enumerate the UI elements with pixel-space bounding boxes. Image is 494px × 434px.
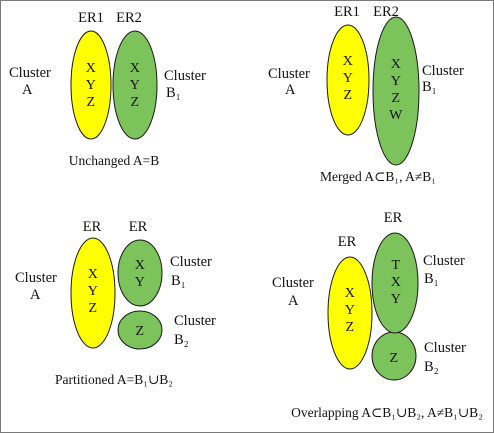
entity-letter: X (135, 258, 146, 273)
er1-label: ER1 (78, 10, 104, 26)
caption-unchanged: Unchanged A=B (69, 153, 159, 168)
cluster-b1-label: Cluster (422, 63, 464, 79)
er-left-label: ER (83, 219, 102, 235)
cluster-b2-name: B₂ (424, 359, 439, 375)
caption-merged: Merged A⊂B₁, A≠B₁ (320, 169, 436, 184)
cluster-b1-name: B₁ (171, 273, 186, 289)
er-left-label: ER (338, 234, 357, 250)
entity-letter: X (88, 267, 99, 282)
entity-letter: X (130, 61, 141, 76)
cluster-a-label: Cluster (15, 270, 57, 286)
cluster-b1-ellipse (117, 239, 163, 307)
cluster-b1-ellipse (371, 232, 419, 334)
cluster-b1-ellipse (372, 16, 420, 166)
cluster-b2-label: Cluster (174, 313, 216, 329)
entity-letter: X (343, 54, 354, 69)
cluster-b1-label: Cluster (164, 68, 206, 84)
cluster-b1-name: B₁ (422, 79, 437, 95)
cluster-b2-label: Cluster (424, 340, 466, 356)
entity-letter: Z (345, 320, 354, 335)
cluster-a-name: A (285, 82, 296, 98)
cluster-b2-circle (117, 310, 163, 350)
entity-letter: X (391, 57, 402, 72)
entity-letter: Z (130, 95, 139, 110)
cluster-a-label: Cluster (268, 66, 310, 82)
entity-letter: Y (88, 284, 99, 299)
cluster-b1-name: B₁ (166, 85, 181, 101)
cluster-a-ellipse (326, 24, 370, 136)
entity-letter: Z (88, 301, 97, 316)
entity-letter: Y (391, 74, 402, 89)
cluster-a-name: A (22, 82, 33, 98)
entity-letter: T (391, 258, 400, 273)
cluster-a-label: Cluster (272, 275, 314, 291)
cluster-a-ellipse (327, 256, 373, 370)
er2-label: ER2 (116, 10, 142, 26)
er-right-label: ER (129, 219, 148, 235)
panel-merged: ER1 ER2 X Y Z X Y Z W Cluster A Cluster … (268, 4, 464, 184)
entity-letter: Y (343, 71, 354, 86)
entity-letter: X (391, 275, 402, 290)
entity-letter: Z (135, 324, 144, 339)
entity-letter: Z (389, 351, 398, 366)
caption-overlapping: Overlapping A⊂B₁∪B₂, A≠B₁∪B₂ (291, 405, 483, 420)
caption-partitioned: Partitioned A=B₁∪B₂ (55, 372, 173, 387)
panel-unchanged: ER1 ER2 X Y Z X Y Z Cluster A Cluster B₁… (9, 10, 206, 168)
entity-letter: Z (391, 91, 400, 106)
entity-letter: Z (86, 95, 95, 110)
cluster-a-name: A (288, 293, 299, 309)
er-right-label: ER (384, 210, 403, 226)
cluster-b1-label: Cluster (423, 253, 465, 269)
entity-letter: X (86, 61, 97, 76)
entity-letter: X (345, 286, 356, 301)
entity-letter: Y (345, 303, 356, 318)
entity-letter: W (389, 108, 403, 123)
panel-overlapping: ER ER X Y Z T X Y Z Cluster A Cluster B₁… (272, 210, 483, 420)
entity-letter: Y (135, 275, 146, 290)
entity-letter: Z (343, 88, 352, 103)
cluster-a-name: A (30, 287, 41, 303)
entity-letter: Y (391, 292, 402, 307)
entity-letter: Y (130, 78, 141, 93)
cluster-b2-name: B₂ (174, 332, 189, 348)
cluster-a-ellipse (70, 237, 116, 349)
er1-label: ER1 (334, 4, 360, 20)
cluster-b1-ellipse (112, 30, 158, 140)
cluster-b1-label: Cluster (170, 254, 212, 270)
cluster-b1-name: B₁ (424, 271, 439, 287)
panel-partitioned: ER ER X Y Z X Y Z Cluster A Cluster B₁ C… (15, 219, 216, 387)
cluster-a-label: Cluster (9, 65, 51, 81)
cluster-a-ellipse (70, 30, 112, 140)
entity-letter: Y (86, 78, 97, 93)
er2-label: ER2 (373, 4, 399, 20)
